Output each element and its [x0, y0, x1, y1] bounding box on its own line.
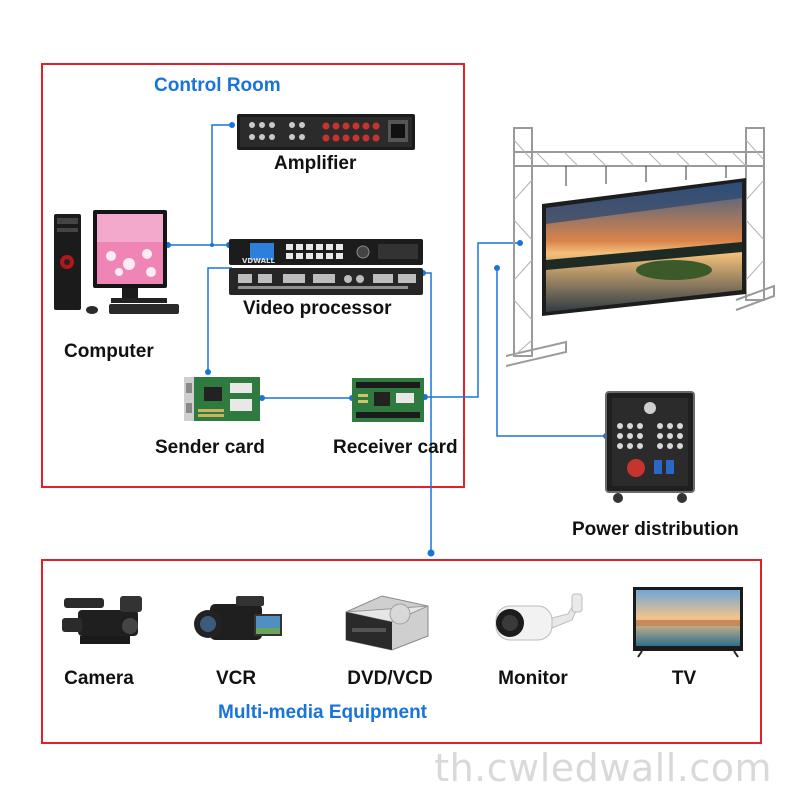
- dvd-vcd-icon: [345, 595, 429, 651]
- media-label-vcr: VCR: [215, 668, 257, 689]
- media-label-monitor: Monitor: [498, 668, 568, 689]
- watermark: th.cwledwall.com: [434, 746, 772, 790]
- sender-card-label: Sender card: [155, 437, 265, 458]
- sender-card-device: [184, 377, 260, 421]
- media-label-camera: Camera: [64, 668, 134, 689]
- camera-icon: [62, 596, 142, 644]
- monitor-camera-icon: [495, 593, 583, 641]
- media-label-dvd-vcd: DVD/VCD: [347, 668, 433, 689]
- control-room-title: Control Room: [154, 75, 281, 96]
- video-processor-label: Video processor: [243, 298, 392, 319]
- power-distribution-device: [605, 391, 695, 503]
- receiver-card-device: [352, 378, 424, 422]
- media-label-tv: TV: [671, 668, 697, 689]
- amplifier-label: Amplifier: [274, 153, 357, 174]
- tv-icon: [633, 587, 743, 658]
- control-room-frame: [41, 63, 465, 488]
- video-processor-device: [229, 239, 423, 295]
- power-distribution-label: Power distribution: [572, 519, 739, 540]
- led-screen-truss: [506, 127, 775, 367]
- vcr-icon: [194, 596, 282, 640]
- computer-label: Computer: [64, 341, 154, 362]
- multimedia-title: Multi-media Equipment: [218, 702, 427, 723]
- processor-brand: VDWALL: [242, 257, 275, 265]
- computer-device: [54, 210, 179, 314]
- receiver-card-label: Receiver card: [333, 437, 458, 458]
- multimedia-frame: [41, 559, 762, 744]
- amplifier-device: [237, 114, 415, 150]
